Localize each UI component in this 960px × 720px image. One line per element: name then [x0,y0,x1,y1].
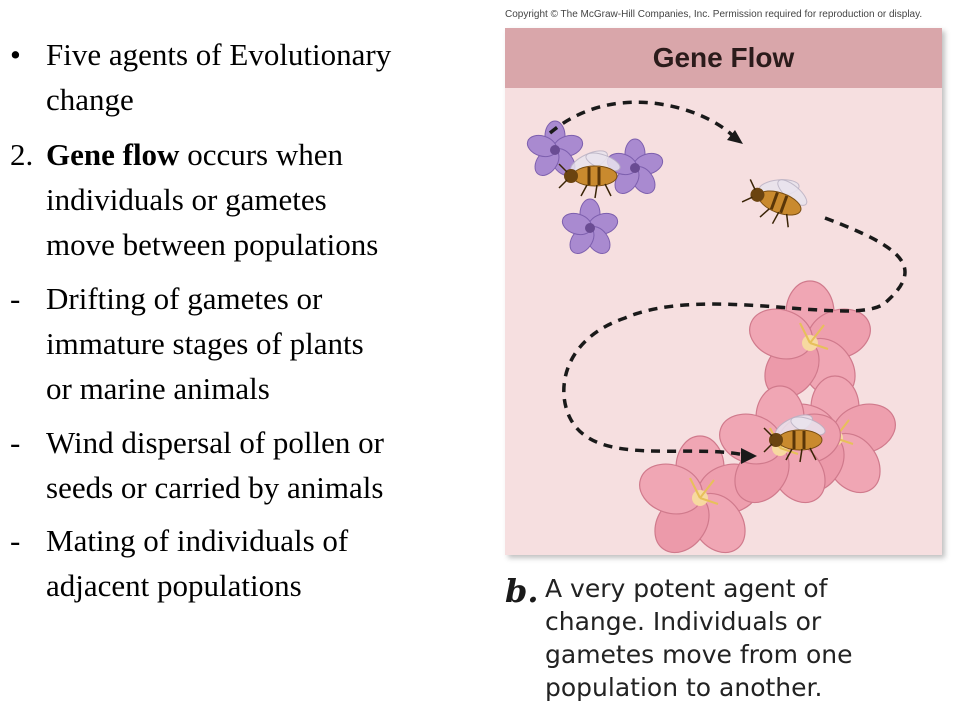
figure-title: Gene Flow [505,28,942,88]
dash-3-line-2: adjacent populations [46,568,302,603]
item-2-line-2: individuals or gametes [46,182,327,217]
caption-line: change. Individuals or [545,607,822,636]
item-2-line-1: Gene flow occurs when [46,132,343,177]
dash-1-line-2: immature stages of plants [46,326,364,361]
dash-marker-2: - [10,425,21,460]
caption-line: population to another. [545,673,823,702]
dash-marker-1: - [10,281,21,316]
pink-flower [742,280,878,409]
arrowhead-icon [741,448,757,464]
gene-flow-term: Gene flow [46,137,180,172]
dash-3-line-1: Mating of individuals of [46,523,349,558]
gene-flow-illustration [524,100,907,555]
dash-marker-3: - [10,523,21,558]
caption-line: gametes move from one [545,640,853,669]
item-2-line-3: move between populations [46,227,379,262]
item-2-marker: 2. [10,137,34,172]
flight-path-2 [562,216,907,457]
dash-1-line-3: or marine animals [46,371,270,406]
gene-flow-figure: Copyright © The McGraw-Hill Companies, I… [500,0,960,720]
bullet-1-line-1: Five agents of Evolutionary [46,37,392,72]
figure-panel: Gene Flow [505,28,942,555]
caption-line: A very potent agent of [545,574,828,603]
flying-bee [737,161,818,235]
flight-path-1 [548,100,735,138]
purple-flower [559,198,621,259]
dash-2-line-2: seeds or carried by animals [46,470,384,505]
figure-caption: A very potent agent of change. Individua… [545,572,945,704]
bullet-marker: • [10,37,21,72]
item-2-line-1-rest: occurs when [179,137,344,172]
caption-letter: b. [505,572,539,610]
dash-1-line-1: Drifting of gametes or [46,281,323,316]
dash-2-line-1: Wind dispersal of pollen or [46,425,384,460]
arrowhead-icon [727,130,743,144]
copyright-notice: Copyright © The McGraw-Hill Companies, I… [505,9,923,20]
bullet-1-line-2: change [46,82,134,117]
slide-text: • Five agents of Evolutionary change 2. … [0,0,470,720]
